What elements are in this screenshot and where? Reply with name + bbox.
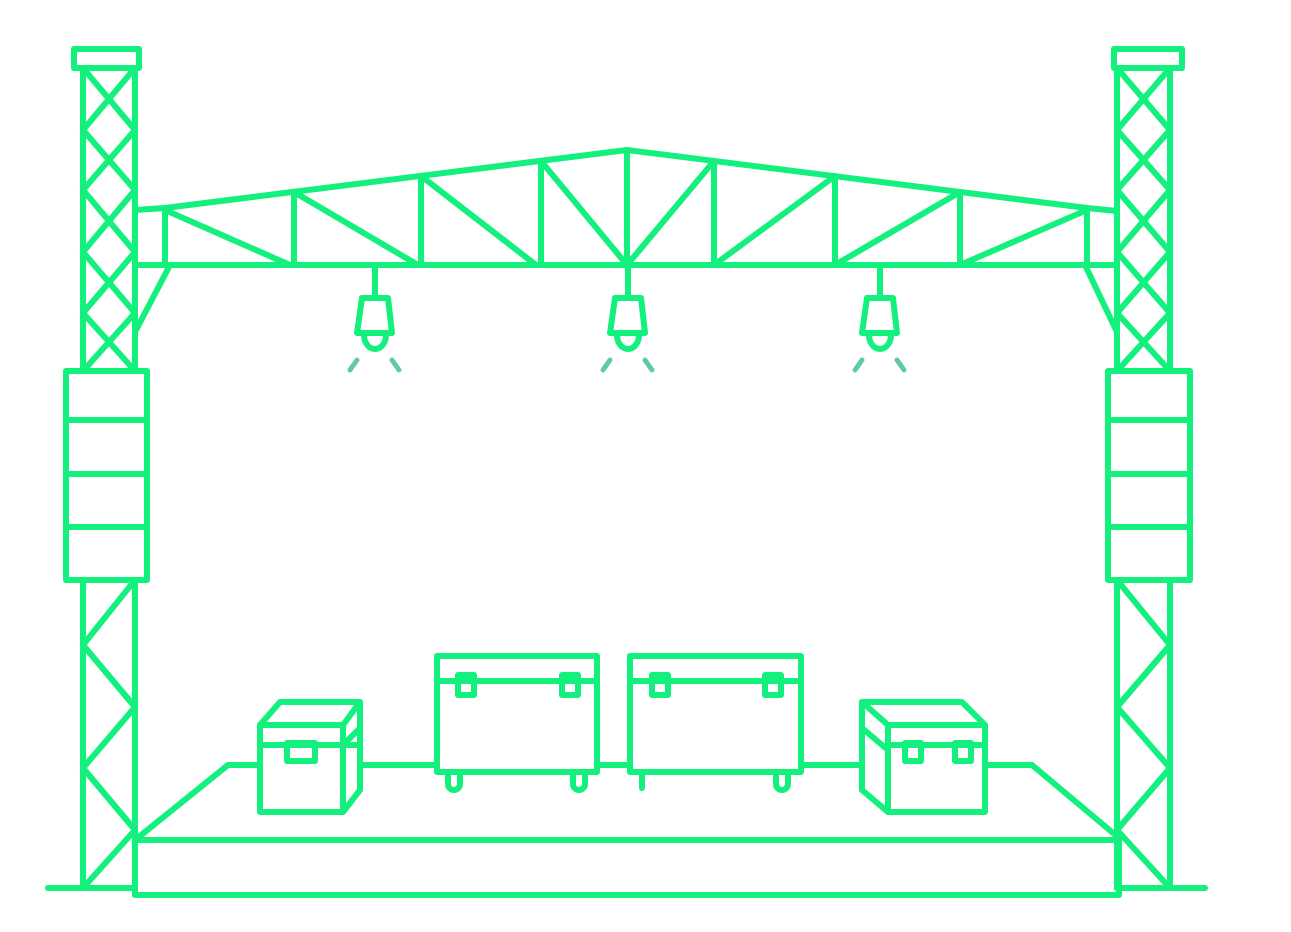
flight-case-icon bbox=[859, 699, 988, 815]
flight-case-icon bbox=[257, 699, 363, 815]
stage-light-icon bbox=[859, 265, 900, 352]
left-tower bbox=[45, 46, 150, 891]
flight-case-icon bbox=[627, 653, 804, 793]
stage-structure bbox=[45, 46, 1208, 898]
stage-light-icon bbox=[607, 265, 648, 352]
light-rays bbox=[347, 357, 907, 373]
right-tower bbox=[1105, 46, 1208, 891]
stage-light-icon bbox=[354, 265, 395, 352]
stage-platform bbox=[132, 762, 1122, 898]
roof-truss bbox=[132, 147, 1120, 335]
flight-case-icon bbox=[434, 653, 600, 793]
